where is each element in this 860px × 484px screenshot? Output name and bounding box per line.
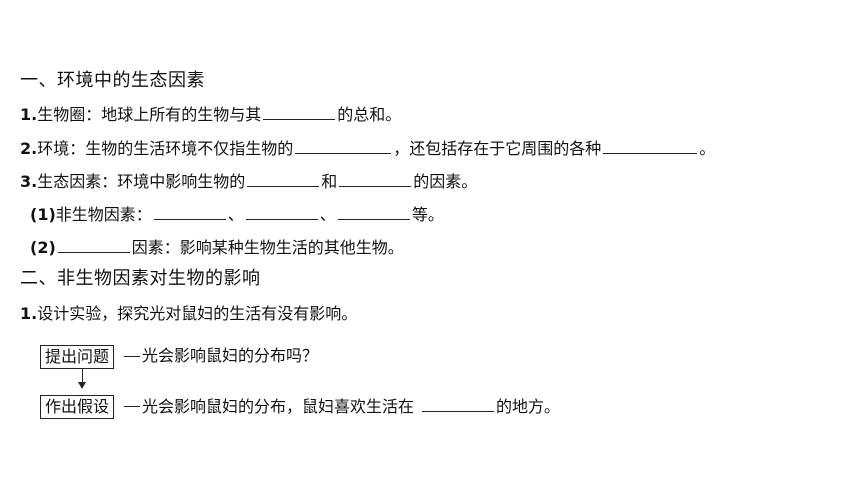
item-text: ，还包括存在于它周围的各种: [393, 139, 602, 158]
connector-line: [124, 356, 140, 357]
flow-text-hypothesis: 光会影响鼠妇的分布，鼠妇喜欢生活在 的地方。: [142, 395, 560, 418]
fill-blank[interactable]: [263, 103, 336, 120]
fill-blank[interactable]: [57, 236, 130, 253]
fill-blank[interactable]: [295, 137, 392, 154]
item-text: 设计实验，探究光对鼠妇的生活有没有影响。: [37, 304, 358, 323]
item-number: 1.: [20, 304, 38, 323]
item-text: 等。: [411, 205, 444, 224]
item-text: 的因素。: [413, 172, 478, 191]
separator: 、: [227, 205, 244, 224]
fill-blank[interactable]: [337, 203, 410, 220]
separator: 、: [319, 205, 336, 224]
arrow-down-icon: [78, 382, 86, 389]
item-1-2: 2.环境：生物的生活环境不仅指生物的 ，还包括存在于它周围的各种 。: [20, 137, 715, 160]
flow-text-question: 光会影响鼠妇的分布吗？: [142, 346, 319, 365]
fill-blank[interactable]: [422, 395, 495, 412]
item-text: 的地方。: [496, 397, 561, 416]
item-text: 生物圈：地球上所有的生物与其: [37, 105, 262, 124]
item-2-1: 1.设计实验，探究光对鼠妇的生活有没有影响。: [20, 303, 357, 325]
item-text: 因素：影响某种生物生活的其他生物。: [131, 238, 404, 257]
item-number: (2): [30, 238, 56, 257]
item-number: 3.: [20, 172, 38, 191]
fill-blank[interactable]: [247, 170, 320, 187]
item-text: 。: [699, 139, 716, 158]
item-number: (1): [30, 205, 56, 224]
item-text: 环境：生物的生活环境不仅指生物的: [37, 139, 294, 158]
subitem-2: (2) 因素：影响某种生物生活的其他生物。: [30, 236, 404, 259]
item-text: 的总和。: [337, 105, 402, 124]
flow-box-question: 提出问题: [40, 345, 115, 369]
section-1-title: 一、环境中的生态因素: [20, 70, 205, 91]
item-text: 光会影响鼠妇的分布，鼠妇喜欢生活在: [142, 397, 415, 416]
item-number: 2.: [20, 139, 38, 158]
item-number: 1.: [20, 105, 38, 124]
connector-line: [124, 406, 140, 407]
item-text: 非生物因素：: [55, 205, 152, 224]
item-1-3: 3.生态因素：环境中影响生物的 和 的因素。: [20, 170, 477, 193]
item-1-1: 1.生物圈：地球上所有的生物与其 的总和。: [20, 103, 401, 126]
fill-blank[interactable]: [339, 170, 412, 187]
subitem-1: (1)非生物因素： 、 、 等。: [30, 203, 444, 226]
item-text: 生态因素：环境中影响生物的: [37, 172, 246, 191]
fill-blank[interactable]: [245, 203, 318, 220]
item-text: 和: [321, 172, 338, 191]
fill-blank[interactable]: [153, 203, 226, 220]
fill-blank[interactable]: [603, 137, 698, 154]
section-2-title: 二、非生物因素对生物的影响: [20, 268, 261, 289]
flow-arrow-shaft: [82, 369, 83, 383]
flow-box-hypothesis: 作出假设: [40, 395, 115, 419]
